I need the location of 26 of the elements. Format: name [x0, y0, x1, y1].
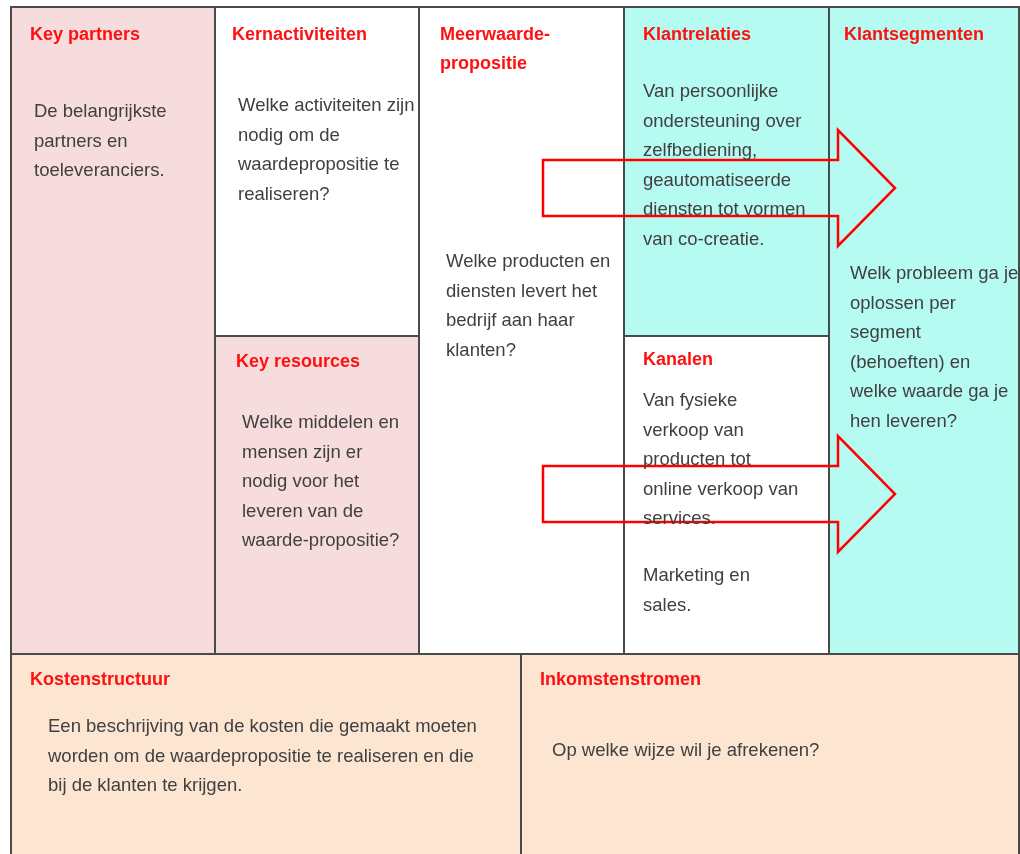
canvas-block — [10, 6, 216, 655]
block-heading: Inkomstenstromen — [540, 668, 703, 691]
block-text: Welke activiteiten zijn nodig om de waardepropositie te realiseren? — [238, 93, 416, 206]
block-text: Welke middelen en mensen zijn er nodig voor het leveren van de waarde-propositie? — [242, 410, 401, 552]
block-text: Welk probleem ga je oplossen per segment (behoeften) en welke waarde ga je hen leveren? — [850, 261, 1020, 433]
block-arrow — [541, 126, 897, 250]
block-text: De belangrijkste partners en toeleveranciers. — [34, 99, 168, 182]
block-heading: Kernactiviteiten — [232, 23, 369, 46]
block-text: Welke producten en diensten levert het bedrijf aan haar klanten? — [446, 249, 612, 362]
canvas-block — [520, 653, 1020, 854]
block-heading: Meerwaarde-propositie — [440, 23, 552, 75]
canvas-block — [828, 6, 1020, 655]
canvas-block — [214, 335, 420, 655]
block-heading: Klantsegmenten — [844, 23, 986, 46]
block-text: Een beschrijving van de kosten die gemaakt moeten worden om de waardepropositie te realiseren en die bij de klanten te krijgen. — [48, 714, 478, 797]
block-heading: Kanalen — [643, 348, 715, 371]
block-heading: Key partners — [30, 23, 142, 46]
block-text: Marketing en sales. — [643, 563, 751, 617]
canvas-block — [623, 6, 830, 337]
block-heading: Klantrelaties — [643, 23, 753, 46]
canvas-block — [10, 653, 522, 854]
block-arrow — [541, 432, 897, 556]
block-heading: Key resources — [236, 350, 362, 373]
block-text: Op welke wijze wil je afrekenen? — [552, 738, 821, 762]
block-text: Van persoonlijke ondersteuning over zelfbediening, geautomatiseerde diensten tot vormen van co-creatie. — [643, 79, 807, 251]
block-heading: Kostenstructuur — [30, 668, 171, 691]
